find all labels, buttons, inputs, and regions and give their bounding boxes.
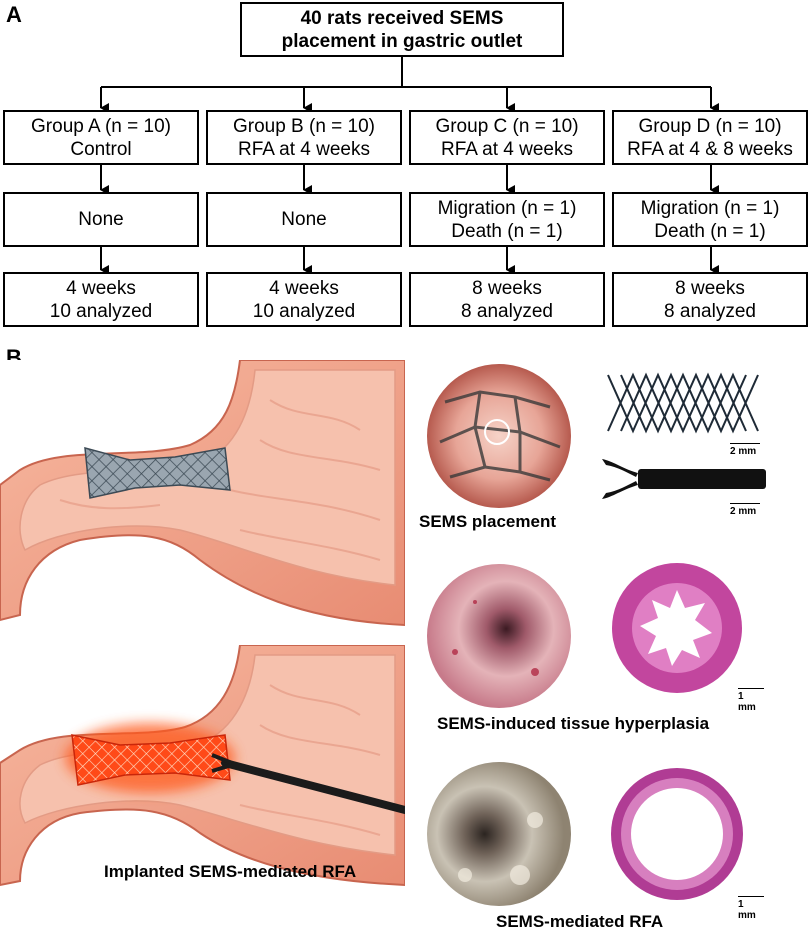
scale-bar-line bbox=[730, 443, 760, 444]
group-c-duration: 8 weeks bbox=[472, 277, 542, 299]
scale-bar-label: 2 mm bbox=[730, 446, 757, 457]
group-d-duration: 8 weeks bbox=[675, 277, 745, 299]
group-b-complication: None bbox=[281, 209, 327, 230]
group-c-analyzed: 8 analyzed bbox=[461, 300, 553, 322]
scale-bar-stent: 2 mm bbox=[730, 443, 760, 457]
top-box-line2: placement in gastric outlet bbox=[281, 30, 523, 52]
group-a-duration: 4 weeks bbox=[66, 277, 136, 299]
group-b-box: Group B (n = 10) RFA at 4 weeks bbox=[206, 110, 402, 165]
group-d-box: Group D (n = 10) RFA at 4 & 8 weeks bbox=[612, 110, 808, 165]
stomach-rfa-illustration bbox=[0, 645, 405, 890]
group-c-title: Group C (n = 10) bbox=[435, 115, 579, 137]
group-a-complication-box: None bbox=[3, 192, 199, 247]
caption-sems-placement: SEMS placement bbox=[419, 512, 556, 531]
group-d-migration: Migration (n = 1) bbox=[640, 197, 780, 219]
scale-bar-line bbox=[738, 896, 764, 897]
scale-bar-label: 1 mm bbox=[738, 691, 756, 713]
histology-hyperplasia-image bbox=[612, 563, 742, 693]
group-c-migration: Migration (n = 1) bbox=[437, 197, 577, 219]
flow-connectors bbox=[100, 57, 719, 275]
caption-tissue-hyperplasia: SEMS-induced tissue hyperplasia bbox=[437, 714, 710, 733]
caption-sems-mediated-rfa: SEMS-mediated RFA bbox=[496, 912, 664, 931]
endoscopy-hyperplasia-image bbox=[427, 564, 571, 708]
scale-bar-histo1: 1 mm bbox=[738, 688, 764, 713]
stomach-stent-illustration bbox=[0, 360, 405, 635]
group-b-title: Group B (n = 10) bbox=[232, 115, 376, 137]
group-a-box: Group A (n = 10) Control bbox=[3, 110, 199, 165]
group-d-death: Death (n = 1) bbox=[654, 220, 766, 242]
scale-bar-histo2: 1 mm bbox=[738, 896, 764, 921]
rfa-stent-graphic bbox=[71, 734, 231, 786]
group-b-treatment: RFA at 4 weeks bbox=[237, 138, 370, 160]
group-b-duration: 4 weeks bbox=[269, 277, 339, 299]
stent-graphic bbox=[84, 446, 231, 499]
scale-bar-catheter: 2 mm bbox=[730, 503, 760, 517]
group-a-title: Group A (n = 10) bbox=[31, 115, 171, 137]
group-c-death: Death (n = 1) bbox=[451, 220, 563, 242]
endoscopy-placement-image bbox=[427, 364, 571, 508]
group-d-complication-box: Migration (n = 1) Death (n = 1) bbox=[612, 192, 808, 247]
group-c-outcome-box: 8 weeks 8 analyzed bbox=[409, 272, 605, 327]
group-b-analyzed: 10 analyzed bbox=[252, 300, 356, 322]
scale-bar-line bbox=[730, 503, 760, 504]
top-box: 40 rats received SEMS placement in gastr… bbox=[240, 2, 564, 57]
top-box-line1: 40 rats received SEMS bbox=[300, 7, 504, 29]
endoscopy-rfa-image bbox=[427, 762, 571, 906]
scale-bar-label: 1 mm bbox=[738, 899, 756, 921]
group-a-treatment: Control bbox=[70, 138, 132, 160]
group-c-complication-box: Migration (n = 1) Death (n = 1) bbox=[409, 192, 605, 247]
rfa-catheter bbox=[221, 759, 405, 814]
group-d-treatment: RFA at 4 & 8 weeks bbox=[627, 138, 793, 160]
histology-rfa-image bbox=[611, 768, 743, 900]
group-a-analyzed: 10 analyzed bbox=[49, 300, 153, 322]
caption-implanted-rfa: Implanted SEMS-mediated RFA bbox=[104, 862, 357, 881]
stent-photo bbox=[607, 372, 759, 434]
group-c-box: Group C (n = 10) RFA at 4 weeks bbox=[409, 110, 605, 165]
panel-a-label: A bbox=[6, 2, 22, 27]
scale-bar-label: 2 mm bbox=[730, 506, 757, 517]
group-d-title: Group D (n = 10) bbox=[638, 115, 782, 137]
group-b-outcome-box: 4 weeks 10 analyzed bbox=[206, 272, 402, 327]
group-a-complication: None bbox=[78, 209, 124, 230]
group-d-analyzed: 8 analyzed bbox=[664, 300, 756, 322]
catheter-photo bbox=[602, 459, 766, 499]
group-d-outcome-box: 8 weeks 8 analyzed bbox=[612, 272, 808, 327]
group-a-outcome-box: 4 weeks 10 analyzed bbox=[3, 272, 199, 327]
group-b-complication-box: None bbox=[206, 192, 402, 247]
group-c-treatment: RFA at 4 weeks bbox=[440, 138, 573, 160]
scale-bar-line bbox=[738, 688, 764, 689]
